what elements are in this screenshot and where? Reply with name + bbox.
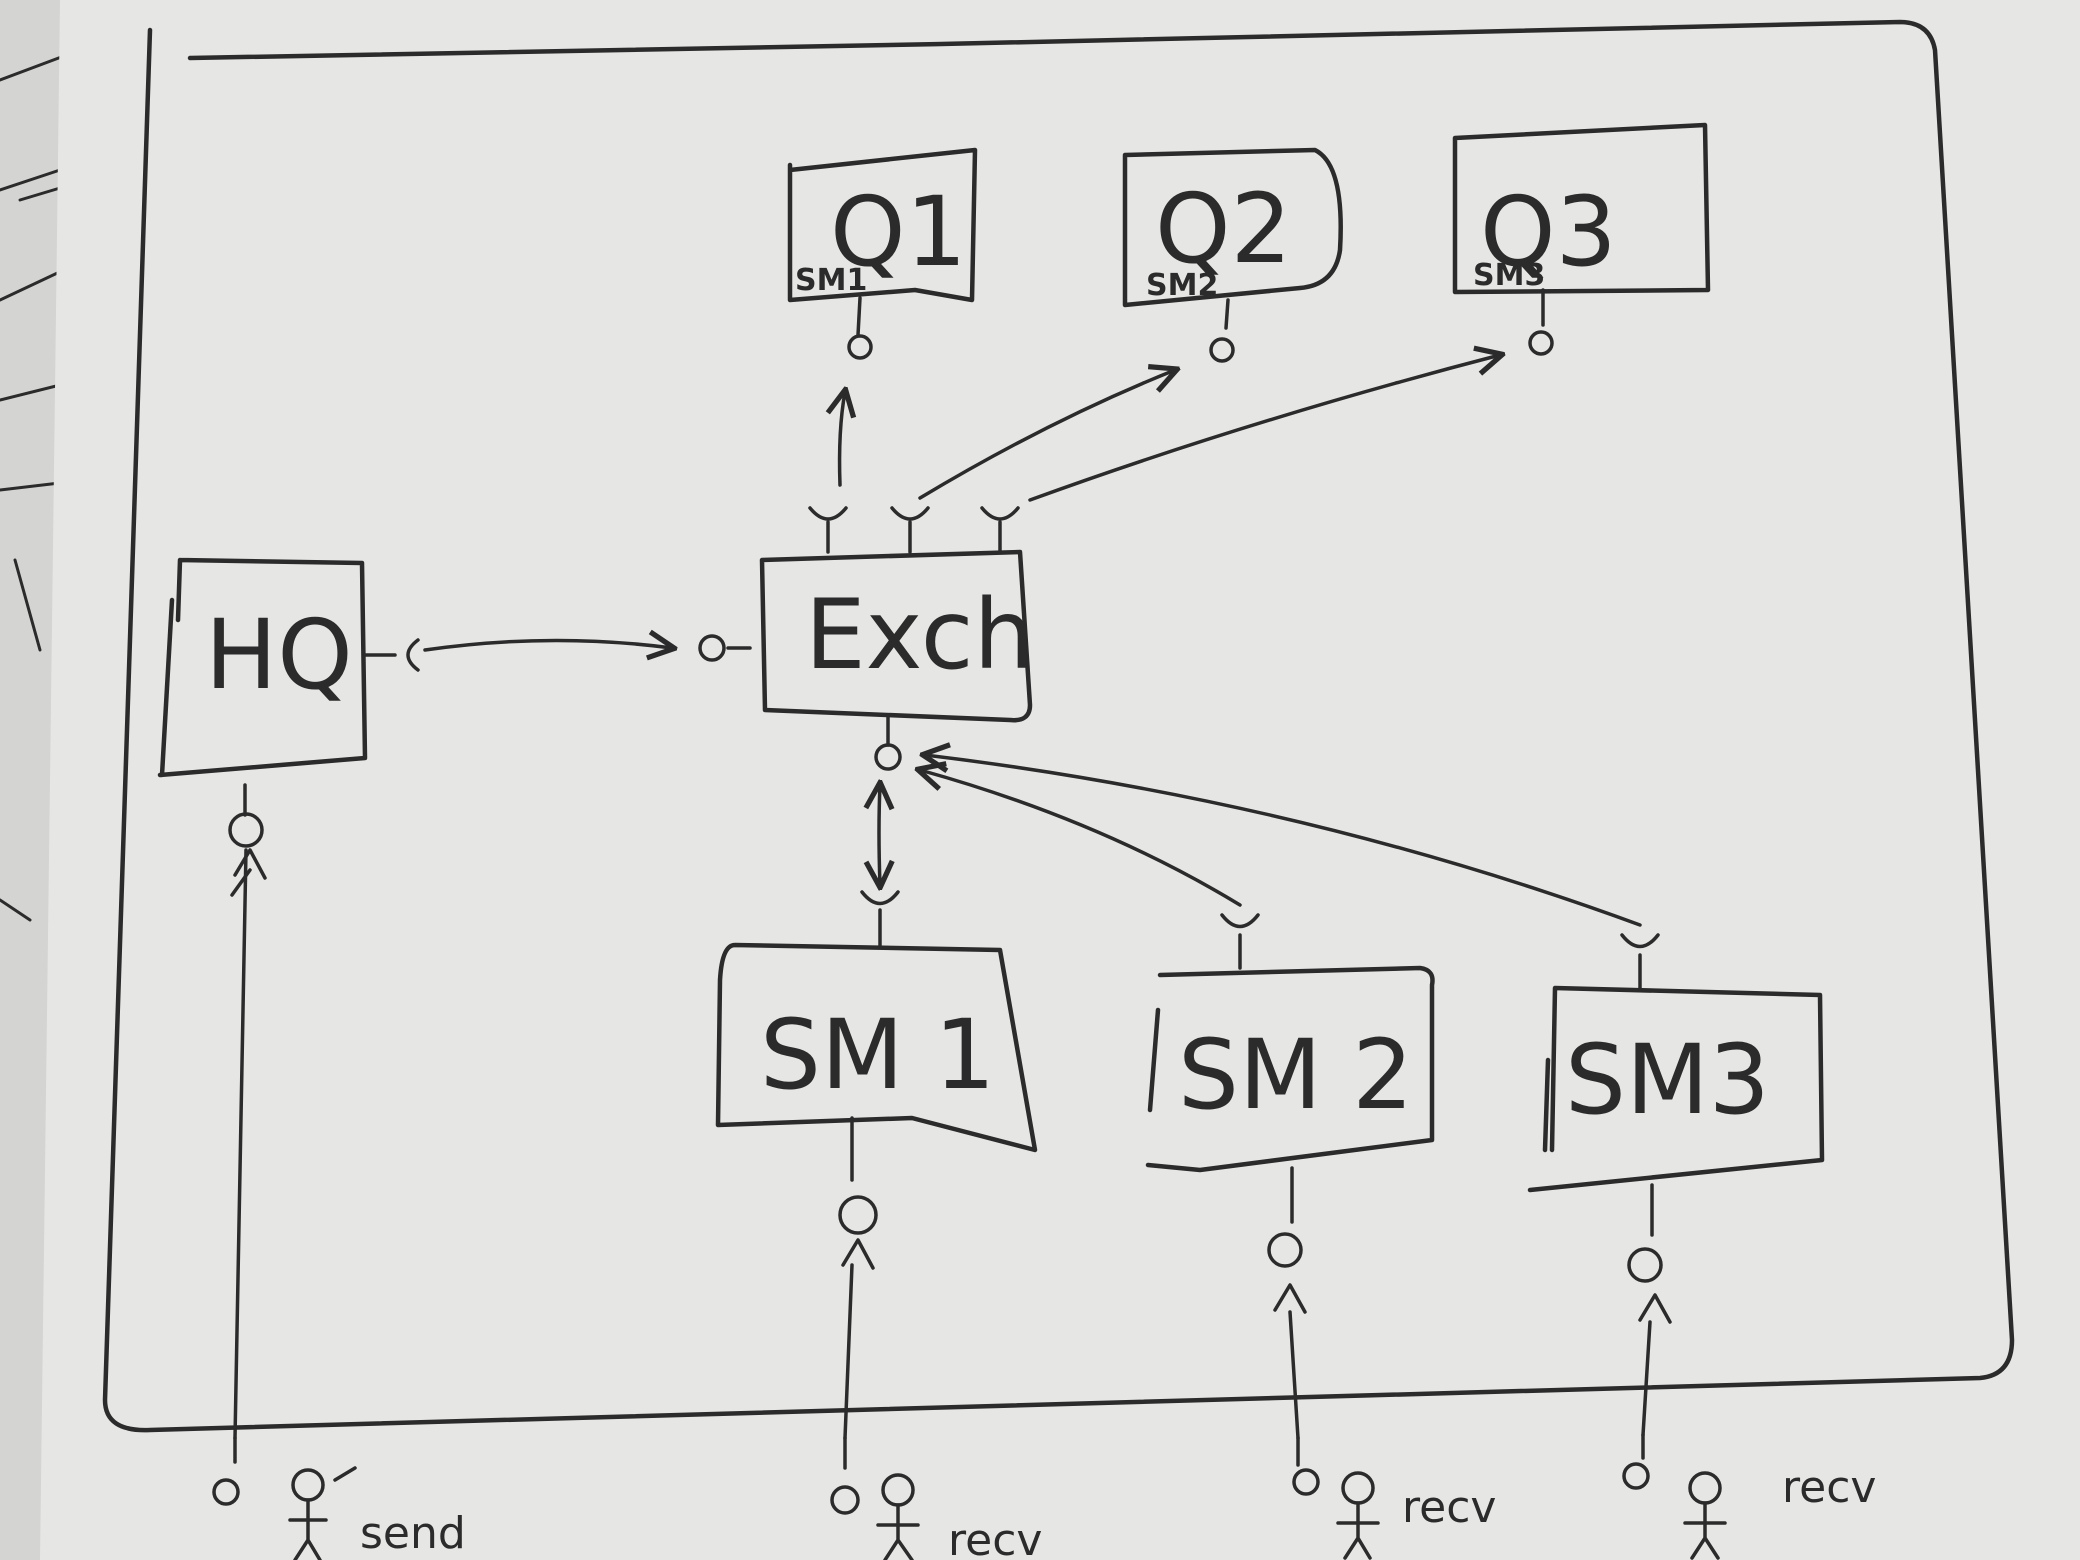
sm1-to-exchange-arrow: [879, 785, 880, 885]
actor-recv-sm1: recv: [830, 1436, 1042, 1560]
hq-box: HQ: [157, 557, 368, 778]
hq-to-exchange-arrow: [423, 640, 672, 650]
actor-action-label: recv: [948, 1515, 1042, 1560]
state-machine-label: SM 2: [1178, 1019, 1413, 1131]
actor-action-label: recv: [1402, 1482, 1496, 1533]
actor-send: send: [212, 1436, 466, 1560]
connectors: [233, 355, 1652, 1440]
queue-label: Q3: [1480, 176, 1617, 288]
exchange-to-q2-arrow: [918, 370, 1175, 500]
queue-box-q1: Q1 SM1: [787, 147, 978, 303]
hq-label: HQ: [205, 599, 353, 711]
actor-recv-sm3: recv: [1622, 1433, 1876, 1560]
queue-box-q2: Q2 SM2: [1122, 147, 1343, 308]
queue-tag: SM2: [1146, 268, 1218, 303]
state-machine-box-sm3: SM3: [1527, 985, 1825, 1193]
queue-tag: SM1: [795, 263, 867, 298]
exchange-label: Exch: [805, 579, 1034, 691]
queue-label: Q2: [1155, 173, 1292, 285]
actor-action-label: recv: [1782, 1462, 1876, 1513]
interface-sockets: [228, 288, 1672, 1324]
actor-action-label: send: [360, 1508, 466, 1559]
exchange-box: Exch: [759, 549, 1034, 723]
state-machine-box-sm2: SM 2: [1145, 965, 1435, 1173]
actor-recv-sm2: recv: [1292, 1436, 1496, 1560]
state-machine-label: SM 1: [760, 999, 995, 1111]
system-boundary: [102, 19, 2015, 1433]
queue-tag: SM3: [1473, 258, 1545, 293]
queue-box-q3: Q3 SM3: [1452, 122, 1711, 295]
exchange-to-q3-arrow: [1028, 355, 1500, 502]
sm2-to-exchange-arrow: [920, 770, 1242, 907]
paper-sheet: [40, 0, 2080, 1560]
queue-label: Q1: [830, 176, 967, 288]
exchange-to-q1-arrow: [840, 392, 845, 487]
state-machine-box-sm1: SM 1: [715, 942, 1038, 1153]
state-machine-label: SM3: [1565, 1024, 1770, 1136]
sm3-to-exchange-arrow: [925, 755, 1642, 927]
